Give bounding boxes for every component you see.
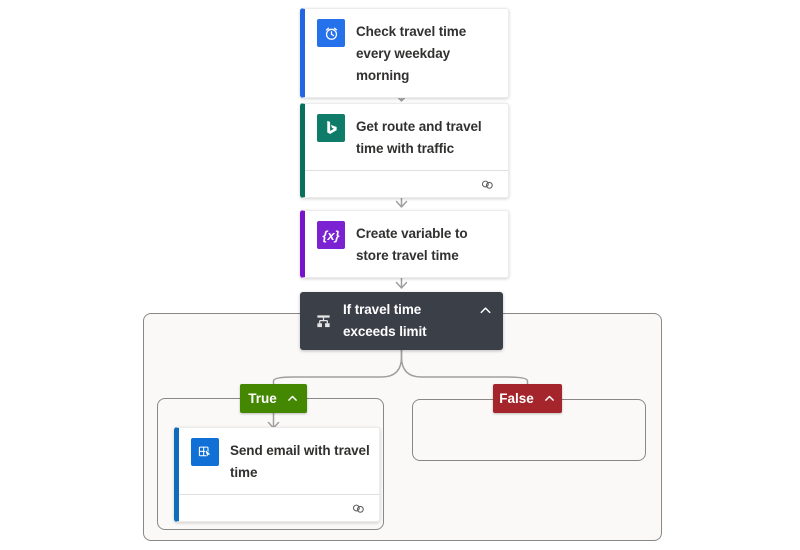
- alarm-clock-icon: [317, 19, 345, 47]
- action-card-send-email[interactable]: Send email with travel time: [174, 427, 380, 522]
- card-title: Check travel time every weekday morning: [356, 24, 467, 83]
- variable-braces-icon: {x}: [317, 221, 345, 249]
- chevron-up-icon[interactable]: [543, 392, 556, 405]
- branch-label-text: False: [499, 391, 534, 406]
- bing-maps-icon: [317, 114, 345, 142]
- outlook-icon: [191, 438, 219, 466]
- condition-branch-icon: [313, 311, 334, 332]
- connection-link-icon[interactable]: [477, 174, 498, 195]
- action-card-variable[interactable]: {x} Create variable to store travel time: [300, 210, 509, 278]
- branch-label-text: True: [248, 391, 277, 406]
- card-title: Send email with travel time: [230, 443, 370, 480]
- chevron-up-icon[interactable]: [286, 392, 299, 405]
- false-branch-label[interactable]: False: [493, 384, 562, 413]
- connection-link-icon[interactable]: [348, 498, 369, 519]
- chevron-up-icon[interactable]: [478, 303, 493, 318]
- card-footer: [179, 494, 379, 521]
- card-title: Create variable to store travel time: [356, 226, 468, 263]
- trigger-card-recurrence[interactable]: Check travel time every weekday morning: [300, 8, 509, 98]
- condition-block[interactable]: If travel time exceeds limit: [300, 292, 503, 350]
- card-footer: [305, 170, 508, 197]
- true-branch-label[interactable]: True: [240, 384, 307, 413]
- action-card-bing-maps[interactable]: Get route and travel time with traffic: [300, 103, 509, 198]
- condition-title: If travel time exceeds limit: [343, 302, 427, 339]
- card-title: Get route and travel time with traffic: [356, 119, 482, 156]
